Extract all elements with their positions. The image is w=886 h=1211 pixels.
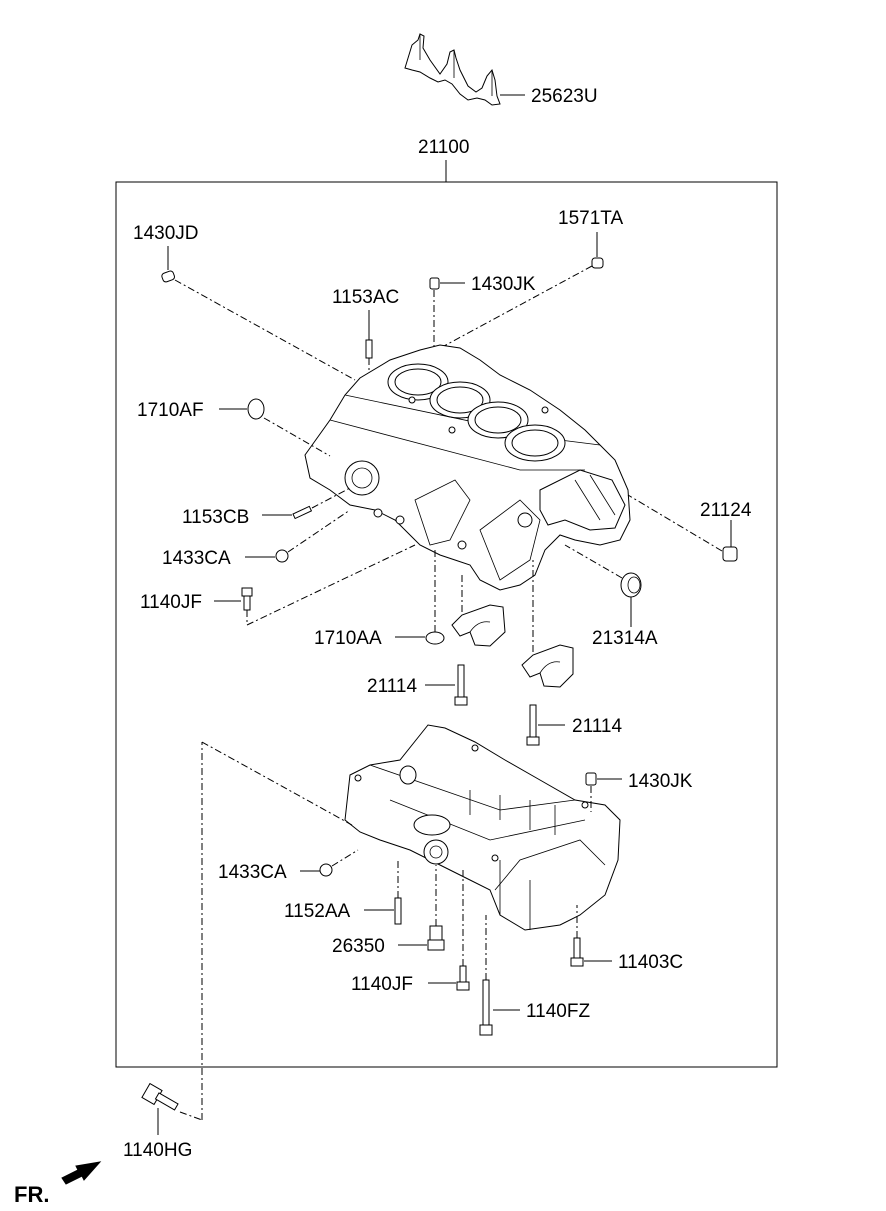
- label-1433CA-bottom[interactable]: 1433CA: [218, 862, 287, 883]
- oil-pressure-switch-26350[interactable]: [427, 925, 445, 951]
- bolt-1140hg[interactable]: [141, 1082, 179, 1111]
- gasket-strip-part[interactable]: [404, 33, 501, 106]
- label-21124[interactable]: 21124: [700, 500, 752, 521]
- stud-1153ac[interactable]: [365, 339, 373, 359]
- label-21314A[interactable]: 21314A: [592, 628, 658, 649]
- label-1430JK-top[interactable]: 1430JK: [471, 274, 536, 295]
- oil-seal-21314a[interactable]: [620, 572, 642, 598]
- label-1140HG[interactable]: 1140HG: [123, 1140, 192, 1161]
- stud-1153cb[interactable]: [292, 505, 313, 520]
- label-25623U[interactable]: 25623U: [531, 86, 598, 107]
- label-1153CB[interactable]: 1153CB: [182, 507, 249, 528]
- front-direction-label: FR.: [14, 1182, 49, 1207]
- cylinder-block[interactable]: [304, 344, 631, 591]
- label-1153AC[interactable]: 1153AC: [332, 287, 399, 308]
- label-1430JD[interactable]: 1430JD: [133, 223, 199, 244]
- plug-1571ta[interactable]: [591, 257, 604, 269]
- label-1433CA-top[interactable]: 1433CA: [162, 548, 231, 569]
- o-ring-1710aa[interactable]: [425, 631, 445, 645]
- assembly-frame: [115, 181, 778, 1068]
- label-21114-b[interactable]: 21114: [572, 716, 622, 737]
- label-1140JF-top[interactable]: 1140JF: [140, 592, 202, 613]
- label-1710AF[interactable]: 1710AF: [137, 400, 204, 421]
- label-1140FZ[interactable]: 1140FZ: [526, 1001, 590, 1022]
- bolt-1140jf-bottom[interactable]: [456, 965, 470, 991]
- label-1152AA[interactable]: 1152AA: [284, 901, 351, 922]
- dowel-pin-1430jk-top[interactable]: [429, 277, 440, 290]
- label-1140JF-bottom[interactable]: 1140JF: [351, 974, 413, 995]
- label-21100[interactable]: 21100: [418, 137, 469, 158]
- bolt-11403c[interactable]: [570, 937, 584, 967]
- bolt-1140fz[interactable]: [479, 979, 493, 1036]
- o-ring-1710af[interactable]: [247, 398, 265, 420]
- bolt-21114-b[interactable]: [526, 704, 540, 746]
- bearing-cap-rear[interactable]: [521, 644, 574, 688]
- label-1571TA[interactable]: 1571TA: [558, 208, 623, 229]
- label-21114-a[interactable]: 21114: [367, 676, 417, 697]
- label-11403C[interactable]: 11403C: [618, 952, 683, 973]
- stud-1152aa[interactable]: [394, 897, 402, 925]
- front-direction-indicator: FR.: [14, 1161, 102, 1207]
- bearing-cap-front[interactable]: [451, 604, 506, 647]
- label-26350[interactable]: 26350: [332, 936, 385, 957]
- lower-crankcase[interactable]: [344, 724, 621, 931]
- front-arrow-icon: [61, 1161, 102, 1185]
- dowel-pin-1430jd[interactable]: [161, 270, 176, 283]
- plug-1433ca-bottom[interactable]: [319, 863, 333, 877]
- label-1430JK-bottom[interactable]: 1430JK: [628, 771, 693, 792]
- dowel-pin-1430jk-bottom[interactable]: [585, 772, 597, 786]
- plug-21124[interactable]: [722, 546, 738, 562]
- bolt-21114-a[interactable]: [454, 664, 468, 706]
- plug-1433ca-top[interactable]: [275, 549, 289, 563]
- label-1710AA[interactable]: 1710AA: [314, 628, 382, 649]
- bolt-1140jf-top[interactable]: [241, 587, 253, 611]
